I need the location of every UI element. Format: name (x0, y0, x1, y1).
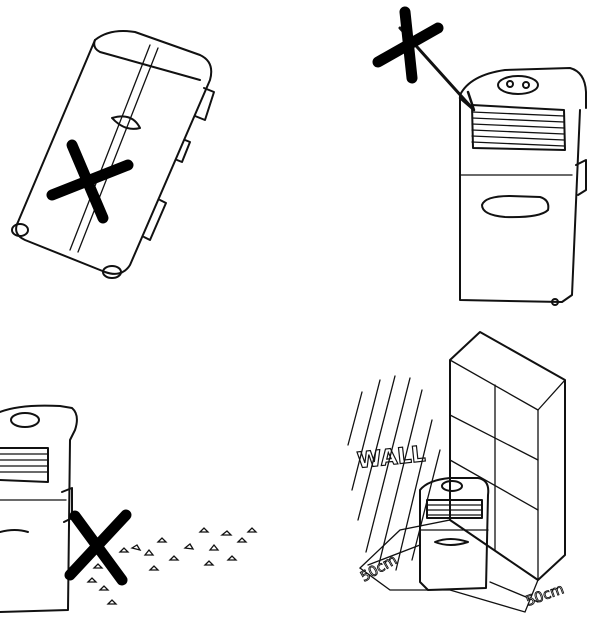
cooler-unit-small (420, 478, 488, 590)
blocked-outlet-illustration (300, 0, 589, 310)
panel-avoid-water-splash (0, 320, 290, 620)
clearance-left-label: 50cm (358, 552, 400, 585)
tilted-cooler-body (12, 31, 214, 278)
panel-do-not-tilt (0, 0, 290, 300)
cooler-unit-partial (0, 406, 77, 612)
cross-mark-icon (70, 515, 126, 580)
clearance-arrows (368, 545, 538, 602)
tilted-unit-illustration (0, 0, 290, 300)
clearance-right-label: 50cm (524, 581, 566, 609)
cooler-unit (460, 68, 586, 305)
cross-mark-icon (378, 12, 438, 78)
cross-mark-icon (52, 145, 128, 218)
panel-wall-clearance: WALL 50cm 50cm (300, 320, 589, 620)
water-splash-illustration (0, 320, 290, 620)
wall-clearance-illustration: WALL 50cm 50cm (300, 320, 589, 620)
panel-do-not-block-outlet (300, 0, 589, 310)
wall-label: WALL (356, 442, 427, 474)
